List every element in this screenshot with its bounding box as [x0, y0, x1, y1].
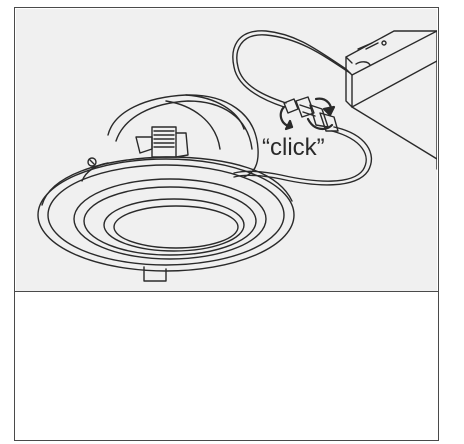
illustration-panel: “click” [16, 9, 437, 291]
click-callout: “click” [262, 134, 325, 161]
figure-frame: “click” [14, 7, 439, 441]
empty-text-area [15, 293, 438, 439]
section-divider [15, 291, 438, 292]
recessed-downlight [37, 94, 295, 282]
installation-illustration: “click” [37, 30, 437, 282]
driver-box [345, 30, 437, 170]
rotate-arrows-icon [279, 97, 336, 131]
